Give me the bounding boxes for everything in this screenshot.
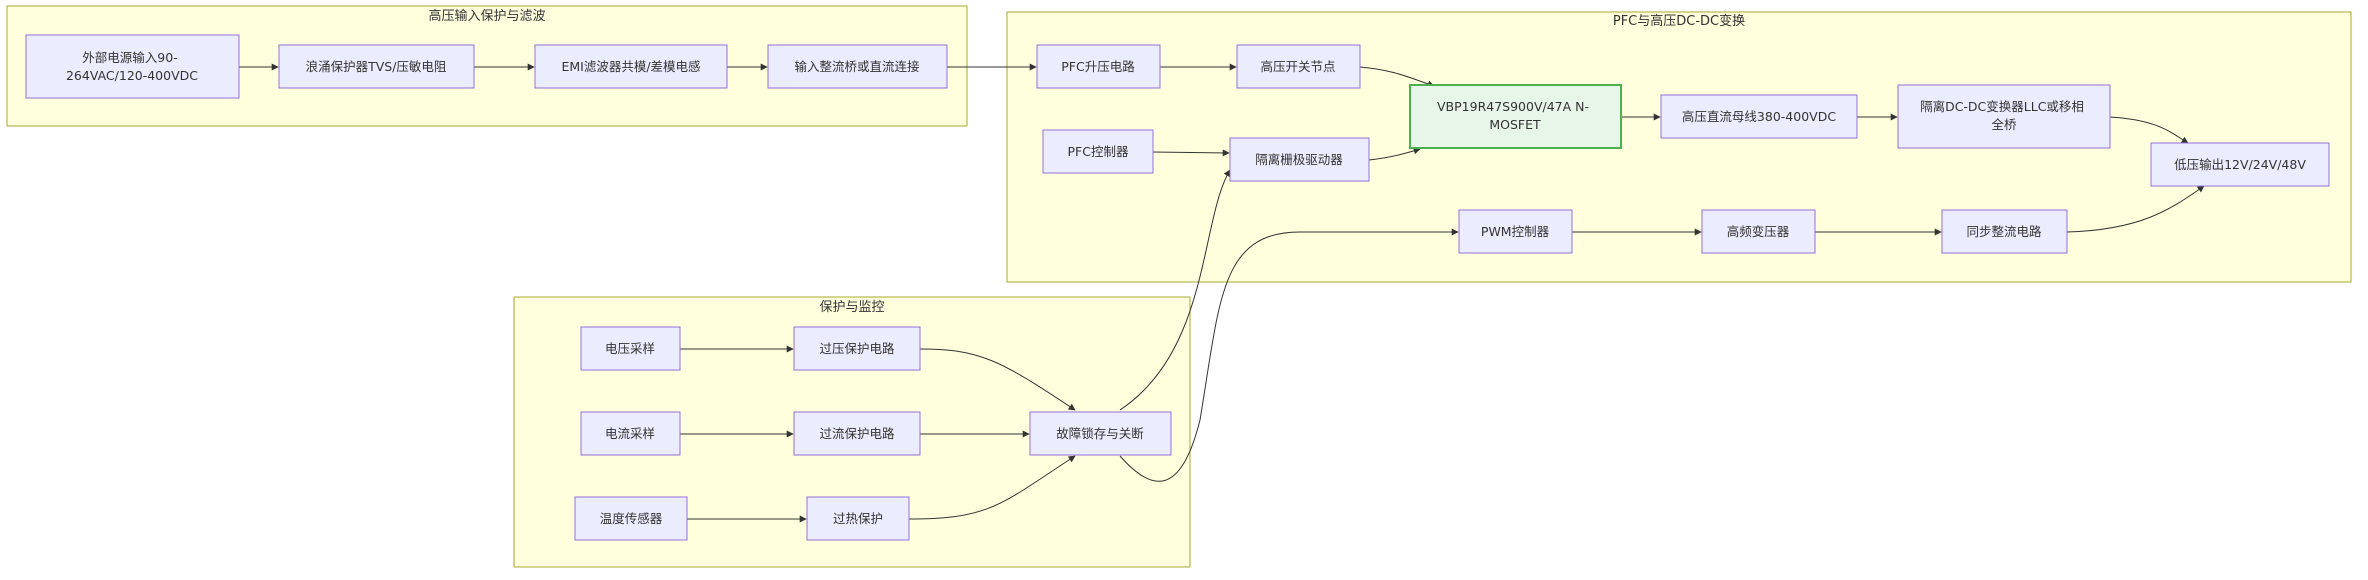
node-i-sample: 电流采样 (580, 411, 681, 456)
node-otp-label: 过热保护 (833, 511, 883, 526)
node-mosfet-line-2: MOSFET (1489, 117, 1541, 132)
node-isolated-dcdc-line-1: 隔离DC-DC变换器LLC或移相 (1920, 99, 2084, 114)
node-power-input: 外部电源输入90- 264VAC/120-400VDC (25, 34, 240, 99)
node-surge: 浪涌保护器TVS/压敏电阻 (278, 44, 475, 89)
node-pfc-ctrl: PFC控制器 (1042, 129, 1154, 174)
edge-sync-rect-to-lv-output (2066, 185, 2205, 233)
node-hv-bus-label: 高压直流母线380-400VDC (1682, 109, 1836, 124)
node-temp-sensor-label: 温度传感器 (600, 511, 663, 526)
cluster-protect-title: 保护与监控 (819, 300, 884, 315)
node-pwm-ctrl-label: PWM控制器 (1481, 224, 1550, 239)
node-sync-rect-label: 同步整流电路 (1966, 224, 2042, 239)
node-pfc-ctrl-label: PFC控制器 (1068, 144, 1129, 159)
node-surge-label: 浪涌保护器TVS/压敏电阻 (306, 59, 447, 74)
edge-fault-latch-to-gate-driver (1119, 169, 1231, 411)
edge-hv-switch-to-mosfet (1359, 66, 1435, 88)
node-ocp: 过流保护电路 (793, 411, 921, 456)
node-isolated-dcdc: 隔离DC-DC变换器LLC或移相 全桥 (1897, 84, 2111, 149)
node-emi-label: EMI滤波器共模/差模电感 (561, 59, 700, 74)
node-rectifier: 输入整流桥或直流连接 (767, 44, 948, 89)
node-gate-driver-label: 隔离栅极驱动器 (1255, 152, 1343, 167)
node-hf-transformer: 高频变压器 (1701, 209, 1816, 254)
node-isolated-dcdc-line-2: 全桥 (1991, 117, 2017, 132)
node-lv-output-label: 低压输出12V/24V/48V (2174, 157, 2306, 172)
node-power-input-line-1: 外部电源输入90- (82, 50, 177, 65)
node-mosfet: VBP19R47S900V/47A N- MOSFET (1409, 84, 1622, 149)
node-rectifier-label: 输入整流桥或直流连接 (794, 59, 920, 74)
node-fault-latch: 故障锁存与关断 (1029, 411, 1172, 456)
node-layer: 外部电源输入90- 264VAC/120-400VDC 浪涌保护器TVS/压敏电… (25, 34, 2330, 541)
cluster-pfc-title: PFC与高压DC-DC变换 (1613, 13, 1745, 29)
node-hv-switch-label: 高压开关节点 (1260, 59, 1335, 74)
node-ovp: 过压保护电路 (793, 326, 921, 371)
node-sync-rect: 同步整流电路 (1941, 209, 2068, 254)
edge-ovp-to-fault-latch (919, 348, 1076, 411)
node-ocp-label: 过流保护电路 (819, 426, 895, 441)
cluster-pfc: PFC与高压DC-DC变换 (1006, 11, 2352, 283)
node-gate-driver: 隔离栅极驱动器 (1229, 137, 1370, 182)
node-power-input-line-2: 264VAC/120-400VDC (66, 68, 198, 83)
node-pwm-ctrl: PWM控制器 (1458, 209, 1573, 254)
node-hf-transformer-label: 高频变压器 (1727, 224, 1790, 239)
node-mosfet-label: VBP19R47S900V/47A N- MOSFET (1437, 99, 1593, 132)
node-emi: EMI滤波器共模/差模电感 (534, 44, 728, 89)
node-fault-latch-label: 故障锁存与关断 (1056, 426, 1144, 441)
node-otp: 过热保护 (806, 496, 910, 541)
edge-fault-latch-to-pwm-ctrl (1119, 228, 1459, 482)
node-isolated-dcdc-label: 隔离DC-DC变换器LLC或移相 全桥 (1920, 99, 2088, 132)
node-lv-output: 低压输出12V/24V/48V (2150, 142, 2330, 187)
edge-otp-to-fault-latch (908, 455, 1076, 520)
node-pfc-boost: PFC升压电路 (1036, 44, 1161, 89)
edge-pfc-ctrl-to-gate-driver (1152, 149, 1230, 157)
node-temp-sensor: 温度传感器 (574, 496, 688, 541)
edge-gate-driver-to-mosfet (1368, 147, 1421, 161)
node-v-sample: 电压采样 (580, 326, 681, 371)
node-pfc-boost-label: PFC升压电路 (1061, 59, 1135, 74)
node-ovp-label: 过压保护电路 (819, 341, 895, 356)
edge-layer (239, 63, 2205, 523)
node-i-sample-label: 电流采样 (605, 426, 655, 441)
edge-isolated-dcdc-to-lv-output (2109, 116, 2189, 144)
node-v-sample-label: 电压采样 (605, 341, 655, 356)
node-mosfet-line-1: VBP19R47S900V/47A N- (1437, 99, 1589, 114)
node-hv-bus: 高压直流母线380-400VDC (1660, 94, 1858, 139)
node-hv-switch: 高压开关节点 (1236, 44, 1361, 89)
cluster-input-title: 高压输入保护与滤波 (428, 8, 545, 24)
node-power-input-label: 外部电源输入90- 264VAC/120-400VDC (66, 50, 198, 83)
